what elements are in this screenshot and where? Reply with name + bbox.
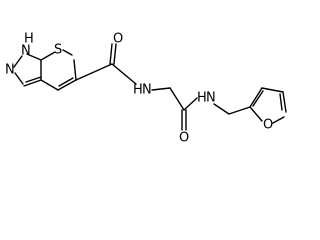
atom-label-o: O	[113, 32, 123, 47]
bond	[23, 79, 42, 87]
bond	[228, 106, 251, 115]
bond	[249, 106, 263, 122]
atom-label-n: N	[142, 83, 152, 98]
bond	[25, 76, 42, 83]
bond	[252, 90, 264, 107]
atom-label-h: H	[133, 83, 143, 98]
bond	[272, 116, 285, 124]
atom-label-o: O	[179, 131, 189, 146]
bond	[58, 77, 74, 87]
bond	[279, 93, 283, 111]
bond	[75, 63, 113, 81]
bond	[57, 79, 77, 91]
atom-label-n: N	[21, 44, 31, 59]
bond	[109, 43, 113, 65]
atom-label-h: H	[197, 91, 207, 106]
bond	[26, 53, 42, 61]
bond	[73, 59, 77, 81]
bond	[14, 72, 24, 85]
bond	[183, 97, 198, 111]
bond	[151, 87, 171, 91]
bond	[111, 63, 137, 85]
bond	[213, 103, 230, 115]
atom-label-s: S	[54, 43, 62, 58]
atom-label-n: N	[5, 63, 15, 78]
bond	[282, 91, 287, 113]
atom-label-h: H	[24, 32, 34, 47]
atom-label-o: O	[263, 118, 273, 133]
bond	[40, 79, 59, 91]
bond	[249, 87, 263, 108]
bond	[62, 49, 73, 56]
bond	[261, 87, 284, 93]
bond	[169, 87, 185, 111]
molecule-structure: H N N S O H N O H N O	[5, 32, 287, 146]
bond	[13, 55, 23, 68]
bond	[113, 43, 117, 65]
atom-label-n: N	[206, 91, 216, 106]
bond	[40, 51, 56, 61]
